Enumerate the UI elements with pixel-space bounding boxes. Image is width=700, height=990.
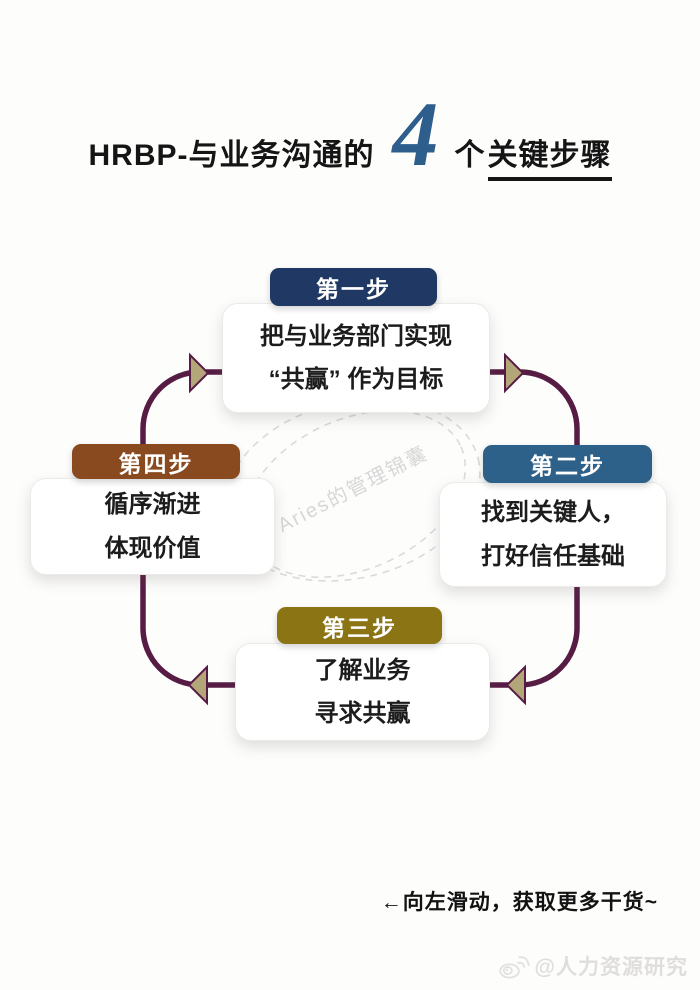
title-connector: 个 (454, 139, 486, 172)
step-1-card: 把与业务部门实现 “共赢” 作为目标 (222, 303, 490, 413)
arrow-top-left-icon (189, 352, 210, 394)
weibo-credit: @人力资源研究 (498, 951, 688, 981)
step-1-line-1: 把与业务部门实现 (260, 322, 452, 350)
step-4-label: 第四步 (118, 450, 194, 477)
step-4-header: 第四步 (72, 444, 240, 479)
step-3-line-1: 了解业务 (314, 656, 411, 684)
arrow-bottom-left-icon (187, 664, 208, 706)
step-1-line-2: “共赢” 作为目标 (268, 366, 444, 393)
step-2-card: 找到关键人， 打好信任基础 (439, 482, 667, 587)
title-prefix: HRBP-与业务沟通的 (88, 139, 375, 172)
arrow-bottom-right-icon (505, 664, 526, 706)
page-title: HRBP-与业务沟通的 4 个 关键步骤 (0, 83, 700, 185)
arrow-top-right-icon (504, 352, 525, 394)
step-4-line-1: 循序渐进 (104, 491, 201, 519)
step-3-line-2: 寻求共赢 (314, 700, 411, 727)
step-2-line-2: 打好信任基础 (481, 542, 625, 570)
step-2-line-1: 找到关键人， (481, 499, 625, 527)
swipe-hint: ←向左滑动，获取更多干货~ (380, 891, 658, 914)
step-4-line-2: 体现价值 (104, 534, 201, 562)
title-keyword-underlined: 关键步骤 (487, 130, 612, 181)
weibo-icon (498, 955, 530, 978)
step-4-card: 循序渐进 体现价值 (30, 478, 275, 575)
step-1-label: 第一步 (316, 276, 391, 302)
step-1-header: 第一步 (270, 268, 437, 306)
step-3-header: 第三步 (277, 607, 442, 644)
step-2-header: 第二步 (483, 445, 652, 483)
weibo-handle: @人力资源研究 (534, 956, 688, 979)
step-3-card: 了解业务 寻求共赢 (235, 643, 490, 741)
title-number: 4 (392, 83, 439, 185)
step-3-label: 第三步 (322, 614, 397, 641)
step-2-label: 第二步 (530, 453, 605, 479)
